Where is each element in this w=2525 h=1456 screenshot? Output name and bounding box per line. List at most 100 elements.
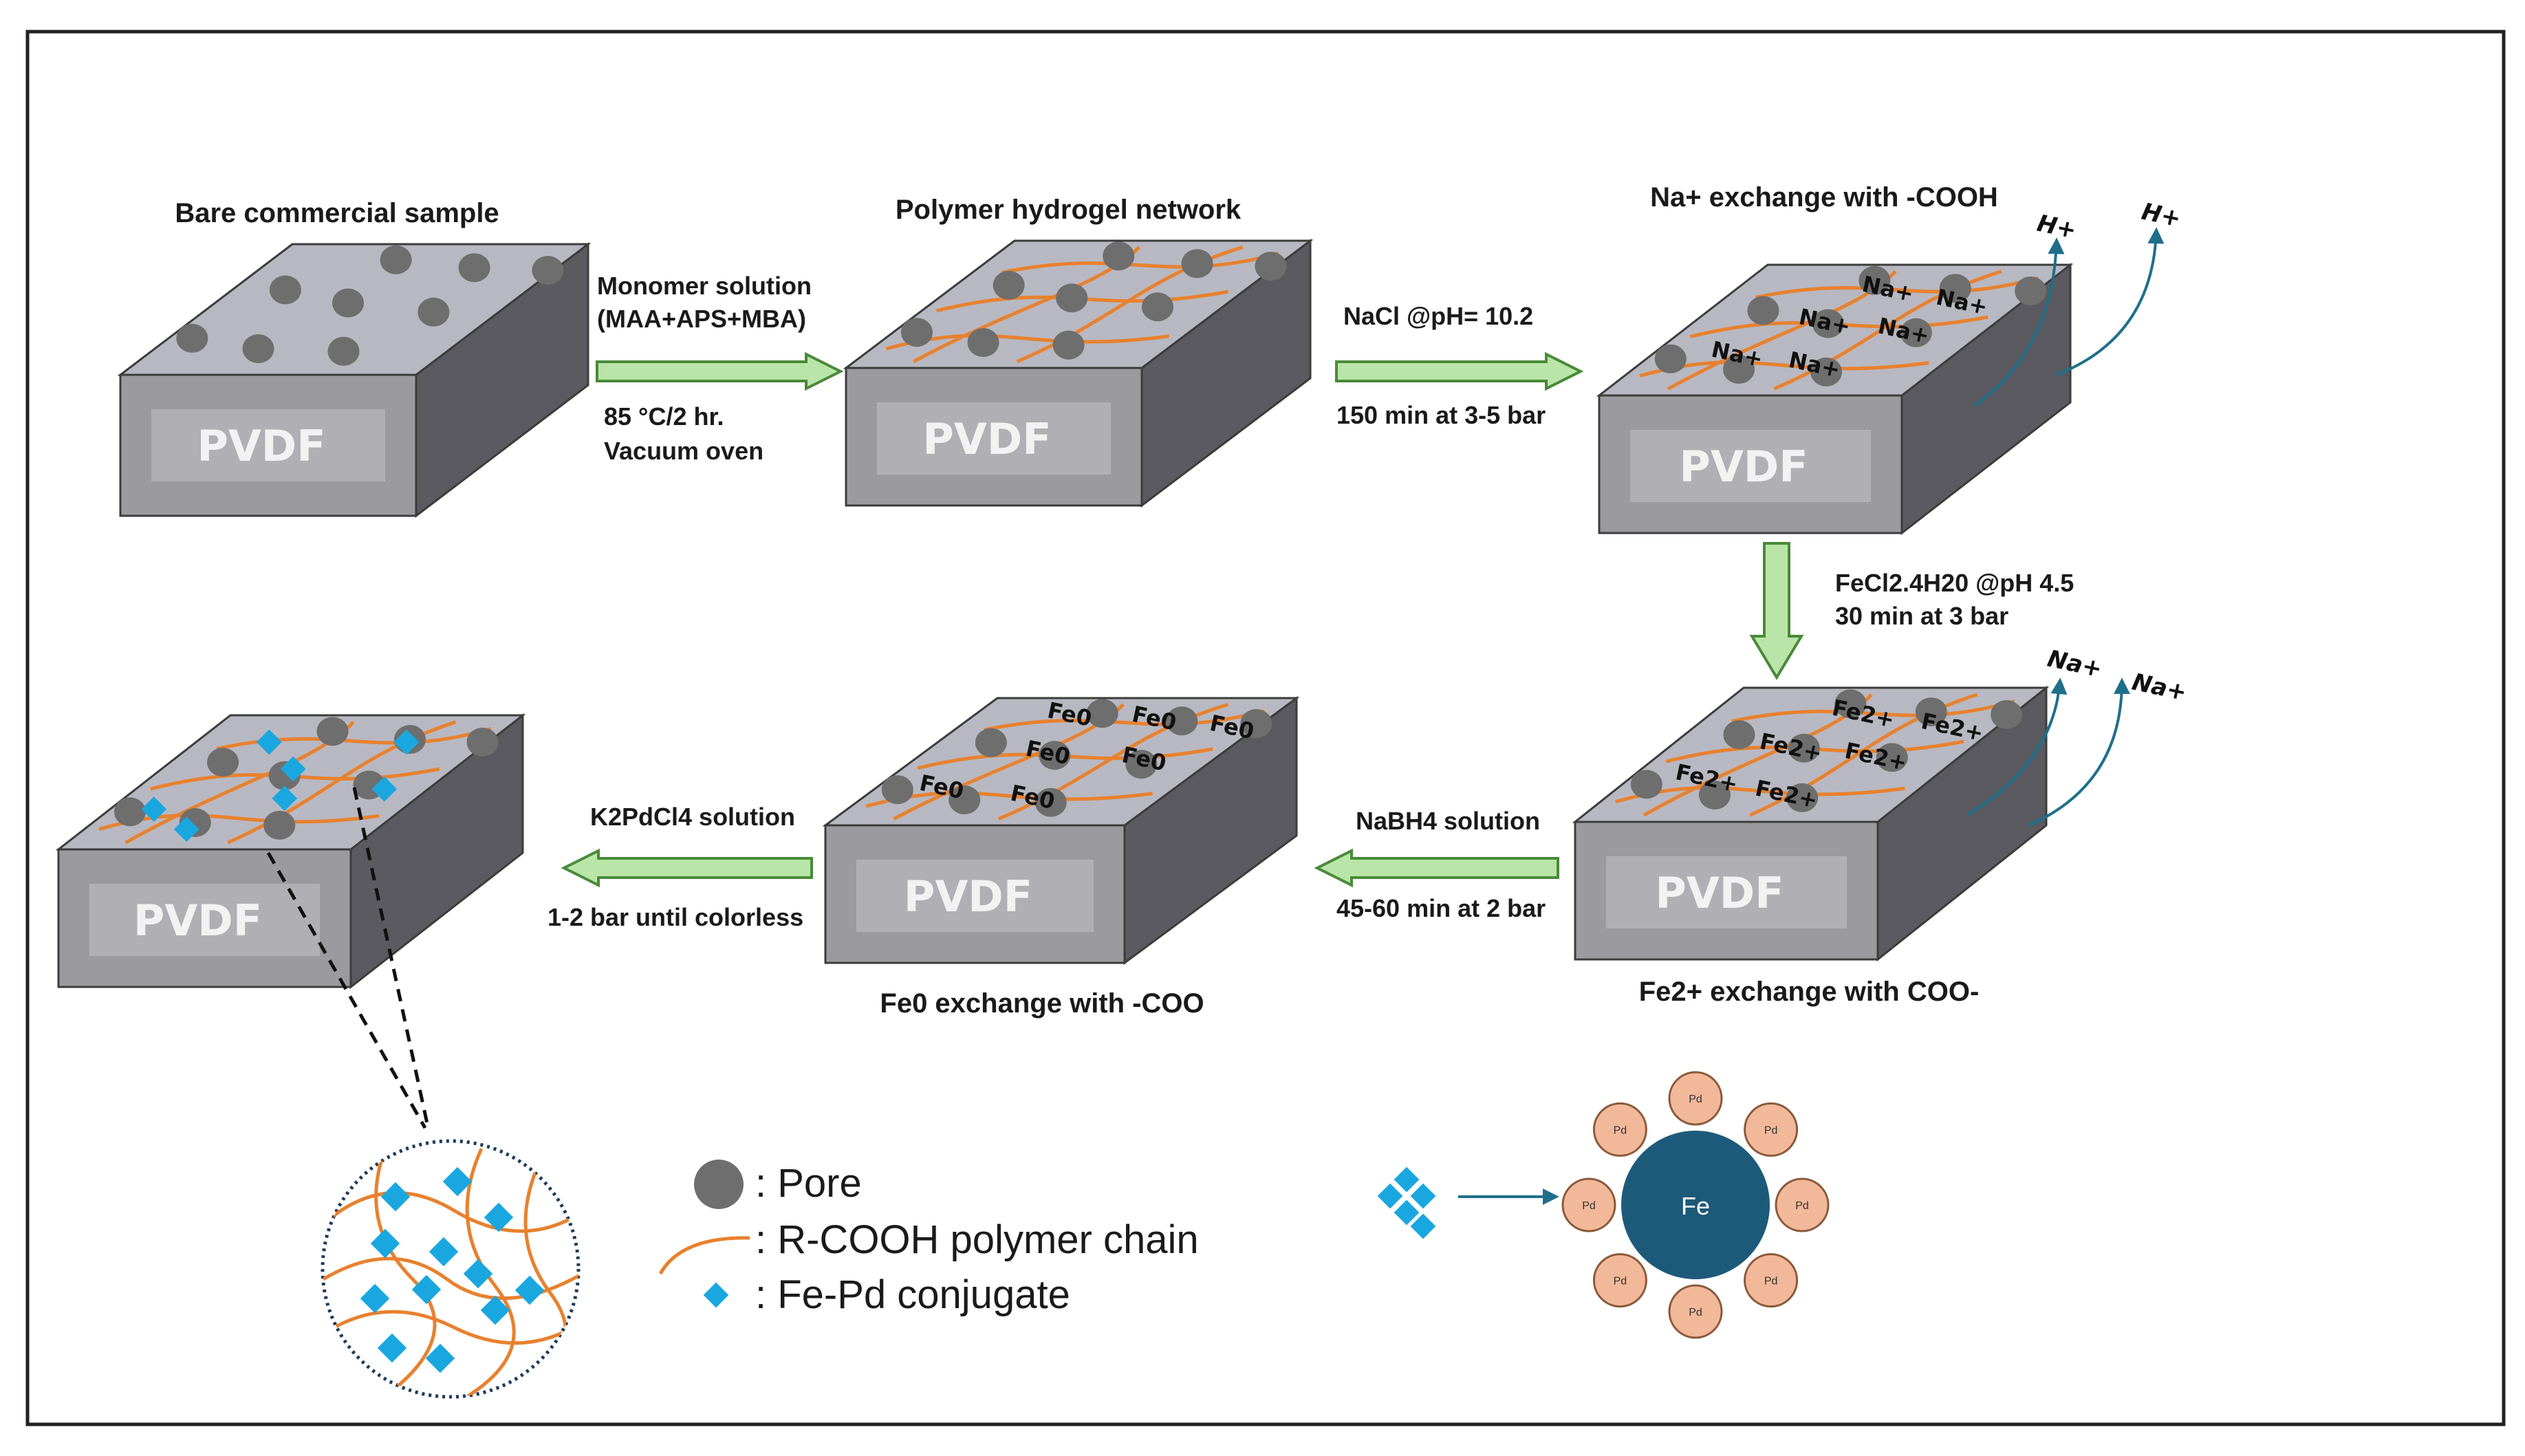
pore [466, 728, 499, 757]
zoom-fe-pd-conjugate [429, 1237, 459, 1267]
fe-pd-conjugate [141, 796, 167, 822]
pore [1181, 249, 1213, 279]
pvdf-label: PVDF [1679, 442, 1808, 492]
legend-chain-text: : R-COOH polymer chain [755, 1217, 1199, 1262]
pore [458, 253, 490, 283]
zoom-polymer-chain [465, 1147, 516, 1397]
block-hydrogel: PVDF [843, 238, 1314, 508]
pvdf-label-panel [877, 402, 1111, 475]
fe-pd-conjugate [173, 816, 199, 843]
pvdf-label-panel [1606, 856, 1847, 928]
arrow-step2 [1335, 351, 1584, 391]
step2-line1: NaCl @pH= 10.2 [1343, 302, 1533, 330]
legend-chain-icon [658, 1236, 750, 1275]
pore [1699, 781, 1731, 810]
legend-conjugate-text: : Fe-Pd conjugate [755, 1272, 1070, 1317]
pd-shell-label: Pd [1614, 1124, 1627, 1136]
pore [1858, 265, 1891, 295]
pore [1034, 787, 1067, 817]
pore [1723, 720, 1755, 750]
pore [1786, 783, 1819, 812]
zoom-polymer-chain [374, 1148, 437, 1397]
pore [332, 288, 364, 318]
pd-shell-label: Pd [1764, 1124, 1778, 1136]
pore [1255, 252, 1287, 281]
pd-shell-label: Pd [1689, 1307, 1702, 1318]
legend-pore-text: : Pore [755, 1161, 862, 1206]
pores [1630, 689, 2023, 812]
pore [967, 328, 999, 357]
step3-line1: FeCl2.4H20 @pH 4.5 [1835, 569, 2074, 597]
pd-shell-label: Pd [1614, 1276, 1627, 1287]
pore [269, 275, 301, 305]
pd-shell-particle [1561, 1177, 1616, 1232]
pore [1654, 344, 1687, 373]
pore [532, 256, 564, 285]
pores [1654, 265, 2047, 387]
pores [176, 245, 564, 366]
pd-shell-particle [1668, 1284, 1723, 1339]
pore [1166, 706, 1198, 736]
pore [207, 748, 239, 777]
pvdf-label: PVDF [904, 871, 1032, 922]
pd-shell-label: Pd [1582, 1200, 1596, 1212]
fe-core-label: Fe [1681, 1192, 1710, 1220]
zoom-fe-pd-conjugate [480, 1295, 510, 1325]
pore [1810, 357, 1843, 387]
pore [1039, 741, 1071, 770]
pore [263, 810, 296, 840]
fe-pd-conjugate [272, 785, 298, 812]
pvdf-label: PVDF [1655, 868, 1784, 918]
legend-conjugate-icon [703, 1282, 729, 1308]
pore [1240, 709, 1272, 738]
zoom-fe-pd-conjugate [380, 1182, 411, 1212]
pore [949, 785, 981, 814]
caption-bare: Bare commercial sample [175, 198, 499, 228]
legend: : Pore : R-COOH polymer chain : Fe-Pd co… [658, 1160, 1199, 1317]
caption-fe0: Fe0 exchange with -COO [880, 988, 1204, 1019]
zoom-polymer-chain [323, 1191, 578, 1233]
arrow-layer [561, 351, 1804, 888]
pore [1723, 355, 1755, 384]
caption-na: Na+ exchange with -COOH [1650, 182, 1998, 213]
step5-line1: K2PdCl4 solution [590, 803, 795, 831]
pore [1052, 330, 1085, 360]
pore [1915, 697, 1947, 727]
pores [881, 699, 1272, 817]
step1-line3: 85 °C/2 hr. [604, 402, 724, 431]
block-bare: PVDF [117, 241, 592, 519]
pore [1086, 699, 1118, 728]
step4-line1: NaBH4 solution [1356, 807, 1540, 835]
caption-fe2: Fe2+ exchange with COO- [1639, 977, 1980, 1007]
block-fepd: PVDF [55, 713, 526, 990]
step3-line2: 30 min at 3 bar [1835, 602, 2008, 630]
zoom-fe-pd-conjugate [514, 1275, 545, 1305]
pd-shell-particle [1668, 1071, 1723, 1126]
pvdf-label-panel [151, 409, 385, 481]
fe-pd-conjugate [256, 729, 282, 755]
pore [327, 336, 360, 366]
step5-line2: 1-2 bar until colorless [548, 903, 803, 931]
pd-shell-particle [1744, 1253, 1799, 1308]
pore [1788, 733, 1820, 763]
fe-pd-conjugate [280, 756, 306, 782]
pore [1103, 241, 1135, 271]
pore [1876, 743, 1908, 772]
fe-pd-conjugate [371, 776, 398, 802]
pore [418, 297, 450, 327]
pore [380, 245, 412, 274]
pd-shell-label: Pd [1795, 1200, 1809, 1212]
arrow-step4 [1314, 848, 1559, 888]
arrow-step5 [561, 848, 813, 888]
pores [114, 717, 499, 840]
pvdf-label-panel [89, 884, 320, 956]
pore [2015, 276, 2047, 305]
pore [242, 334, 274, 363]
pores [901, 241, 1287, 360]
zoom-fe-pd-conjugate [425, 1343, 455, 1373]
